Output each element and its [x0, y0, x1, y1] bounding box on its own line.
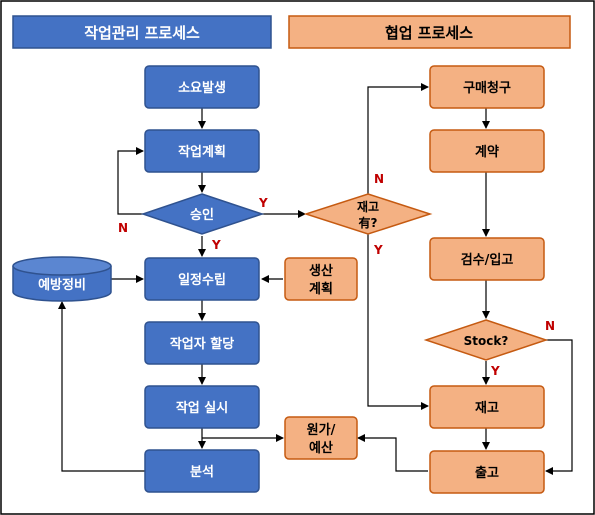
node-cost-label-1: 원가/ [307, 423, 336, 438]
edge-label-stock-question-n: N [374, 172, 384, 186]
node-stock-question-label-1: 재고 [357, 200, 379, 214]
edge-label-stock-check-y: Y [490, 364, 500, 378]
edge-approve-loop-plan [117, 147, 144, 215]
edges [58, 83, 573, 475]
edge-labels: Y N Y N Y N Y [118, 172, 555, 378]
edge-stock-check-release [545, 339, 573, 475]
node-contract-box [429, 129, 545, 173]
edge-stock-question-purchase [367, 83, 429, 194]
node-schedule-box [144, 257, 260, 301]
node-purchase-box [429, 65, 545, 109]
node-maintenance-cylinder [12, 256, 112, 302]
node-inspect-label: 검수/입고 [461, 253, 514, 268]
node-stock-check-diamond [423, 319, 549, 361]
node-inventory-label: 재고 [475, 401, 499, 416]
edge-label-approve-y-down: Y [211, 238, 221, 252]
node-release-label: 출고 [475, 465, 499, 481]
node-purchase-label: 구매청구 [463, 80, 511, 96]
work-process-header-box [12, 15, 272, 49]
node-release-box [429, 450, 545, 494]
node-cost-box [284, 416, 358, 460]
node-maintenance-label: 예방정비 [38, 277, 86, 293]
edge-label-approve-n: N [118, 221, 128, 235]
node-inspect-box [429, 237, 545, 281]
node-stock-check-label: Stock? [464, 334, 509, 348]
work-process-header: 작업관리 프로세스 [84, 24, 200, 42]
node-cost-label-2: 예산 [309, 440, 333, 456]
edge-label-approve-y-right: Y [258, 196, 268, 210]
node-plan-label: 작업계획 [178, 144, 226, 160]
node-schedule-label: 일정수립 [178, 272, 226, 288]
node-analysis-label: 분석 [190, 465, 214, 480]
node-contract-label: 계약 [475, 144, 499, 160]
node-occur-box [144, 65, 260, 109]
node-assign-label: 작업자 할당 [170, 336, 234, 352]
edge-label-stock-question-y: Y [373, 243, 383, 257]
work-process-nodes: 소요발생 작업계획 승인 일정수립 작업자 할당 작업 실시 분석 예방정비 [12, 65, 265, 493]
collab-process-header-box [288, 15, 571, 49]
collab-process-nodes: 생산 계획 재고 有? 원가/ 예산 구매청구 계약 검수/입고 Stock? … [284, 65, 549, 494]
node-execute-label: 작업 실시 [176, 400, 228, 416]
node-occur-label: 소요발생 [178, 80, 226, 96]
collab-process-header: 협업 프로세스 [385, 24, 473, 42]
node-stock-question-diamond [303, 193, 433, 235]
node-stock-question-label-2: 有? [359, 215, 378, 230]
node-inventory-box [429, 385, 545, 429]
edge-analysis-maintenance [58, 301, 145, 472]
node-plan-box [144, 129, 260, 173]
edge-release-cost [357, 434, 428, 472]
node-assign-box [144, 321, 260, 365]
edge-stock-question-inventory [367, 234, 429, 410]
node-approve-diamond [140, 193, 265, 235]
node-production-label-2: 계획 [309, 281, 333, 297]
node-execute-box [144, 385, 260, 429]
edge-label-stock-check-n: N [545, 319, 555, 333]
node-production-box [284, 257, 358, 301]
node-analysis-box [144, 449, 260, 493]
node-production-label-1: 생산 [309, 263, 333, 279]
node-approve-label: 승인 [190, 207, 214, 223]
